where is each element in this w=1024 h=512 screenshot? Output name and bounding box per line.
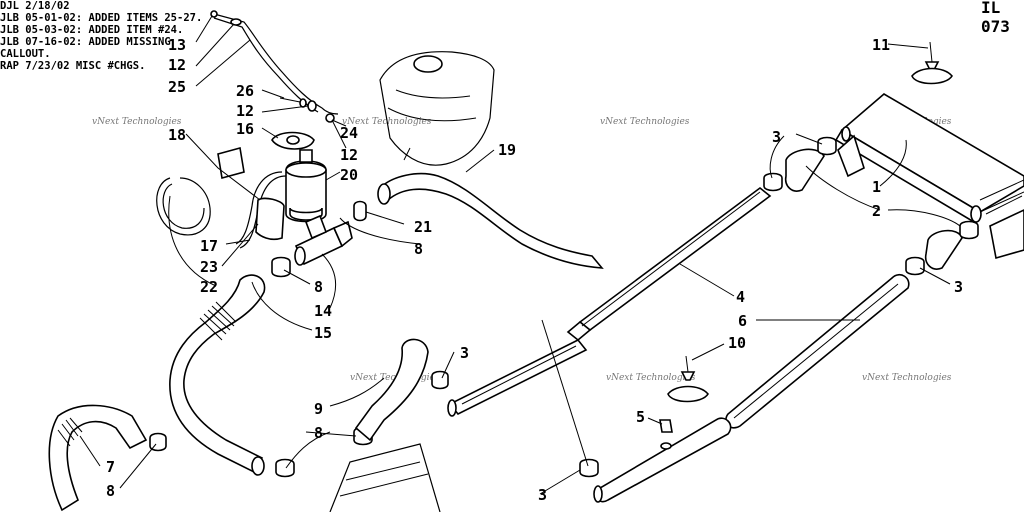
callout-label: 5 [636,408,645,426]
callout-label: 19 [498,141,516,159]
callout-label: 3 [460,344,469,362]
callout-label: 8 [314,424,323,442]
revision-note: JLB 05-01-02: ADDED ITEMS 25-27. [0,12,203,24]
tee-fitting [294,214,353,266]
rivet-11 [911,41,953,85]
callout-label: 12 [168,56,186,74]
fastener-group [279,97,335,123]
rivet-10 [667,355,709,403]
callout-label: 11 [872,36,890,54]
heat-exchanger-4 [447,186,772,417]
callout-label: 9 [314,400,323,418]
callout-label: 10 [728,334,746,352]
overflow-hose [217,146,287,249]
tunnel-heat-exchanger [834,93,1024,260]
revision-note: JLB 07-16-02: ADDED MISSING [0,36,171,48]
callout-label: 2 [872,202,881,220]
revision-note: DJL 2/18/02 [0,0,70,12]
callout-label: 22 [200,278,218,296]
watermark: vNext Technologies [606,373,696,383]
callout-label: 8 [314,278,323,296]
callout-label: 25 [168,78,186,96]
hose-2 [763,136,979,276]
sheet-id: IL 073 [981,0,1010,36]
callout-label: 3 [954,278,963,296]
engine-block-partial [329,443,441,512]
revision-note: CALLOUT. [0,48,51,60]
hose-15 [169,274,266,476]
watermark: vNext Technologies [862,373,952,383]
callout-label: 3 [772,128,781,146]
revision-note: JLB 05-03-02: ADDED ITEM #24. [0,24,184,36]
expansion-bottle [271,131,327,223]
hose-clamp-ring [156,177,211,236]
leader-lines [79,15,961,495]
callout-label: 17 [200,237,218,255]
revision-note: RAP 7/23/02 MISC #CHGS. [0,60,146,72]
hose-21 [353,172,604,269]
callouts: 13 12 25 26 12 16 24 12 18 20 19 17 23 2… [106,36,963,504]
revision-notes: DJL 2/18/02 JLB 05-01-02: ADDED ITEMS 25… [0,0,202,72]
callout-label: 15 [314,324,332,342]
watermark: vNext Technologies [600,117,690,127]
callout-label: 12 [340,146,358,164]
callout-label: 6 [738,312,747,330]
callout-label: 8 [414,240,423,258]
clamps-lower-right [431,370,599,478]
callout-label: 7 [106,458,115,476]
fastener-5 [659,419,673,450]
callout-label: 12 [236,102,254,120]
callout-label: 21 [414,218,432,236]
callout-label: 8 [106,482,115,500]
vent-tube [210,10,339,115]
watermark: vNext Technologies [92,117,182,127]
callout-label: 14 [314,302,332,320]
callout-label: 26 [236,82,254,100]
callout-label: 13 [168,36,186,54]
callout-label: 23 [200,258,218,276]
heat-exchanger-6 [593,273,910,503]
hose-9 [354,338,429,442]
reservoir-tank [379,51,495,166]
callout-label: 20 [340,166,358,184]
callout-label: 18 [168,126,186,144]
callout-label: 1 [872,178,881,196]
callout-label: 4 [736,288,745,306]
callout-label: 24 [340,124,358,142]
callout-label: 16 [236,120,254,138]
callout-label: 3 [538,486,547,504]
